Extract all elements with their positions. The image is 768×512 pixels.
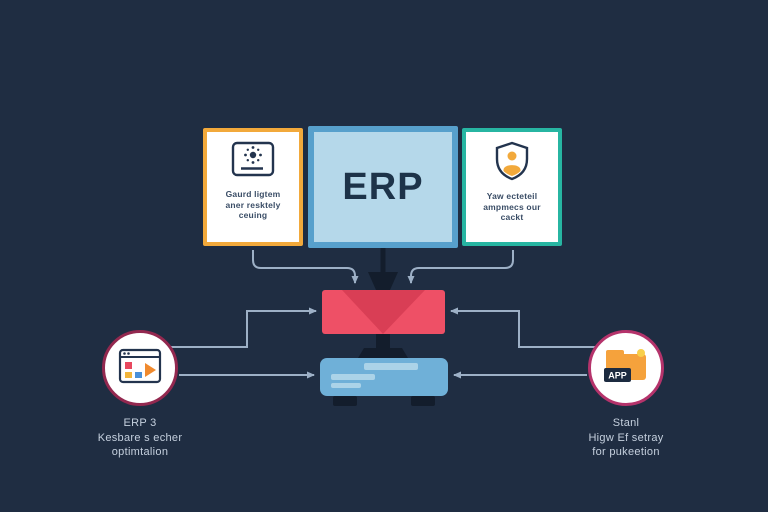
- caption-line: ERP 3: [123, 417, 157, 429]
- erp-box: ERP: [308, 126, 458, 248]
- browser-window-icon: [117, 345, 163, 392]
- app-badge-label: APP: [608, 370, 627, 380]
- right-node-caption: Stanl Higw Ef setray for pukeetion: [546, 416, 706, 460]
- app-folder-icon: APP: [601, 344, 651, 393]
- top-left-caption: Gaurd ligtem aner resktely ceuing: [225, 189, 280, 221]
- caption-line: ampmecs our: [483, 201, 541, 212]
- monitor-shape: [322, 290, 445, 334]
- connector-leftbox-to-monitor: [252, 250, 359, 284]
- caption-line: Higw Ef setray: [588, 431, 664, 444]
- caption-line: aner resktely: [225, 199, 281, 210]
- caption-line: Gaurd ligtem: [225, 189, 281, 199]
- monitor-stand-neck: [376, 334, 390, 349]
- keyboard-foot-left: [333, 396, 357, 406]
- connector-rightbox-to-monitor: [407, 250, 514, 284]
- device-gear-icon: [230, 141, 276, 184]
- caption-line: Kesbare s echer: [97, 431, 183, 444]
- keyboard-shape: [320, 358, 448, 396]
- connector-leftnode-to-monitor: [171, 307, 317, 348]
- caption-line: Yaw ecteteil: [486, 191, 538, 201]
- top-right-box: Yaw ecteteil ampmecs our cackt: [462, 128, 562, 246]
- monitor-stand-base: [358, 348, 408, 358]
- right-node-circle: APP: [588, 330, 664, 406]
- left-node-caption: ERP 3 Kesbare s echer optimtalion: [60, 416, 220, 460]
- keyboard-foot-right: [411, 396, 435, 406]
- caption-line: cackt: [500, 212, 524, 222]
- caption-line: ceuing: [238, 210, 268, 220]
- caption-line: for pukeetion: [592, 446, 660, 458]
- connector-rightnode-to-monitor: [450, 307, 595, 348]
- caption-line: Stanl: [612, 417, 640, 429]
- erp-label: ERP: [342, 165, 424, 208]
- shield-user-icon: [493, 141, 531, 186]
- top-right-caption: Yaw ecteteil ampmecs our cackt: [483, 191, 540, 223]
- monitor-top-mount: [368, 272, 398, 290]
- left-node-circle: [102, 330, 178, 406]
- caption-line: optimtalion: [111, 446, 169, 458]
- top-left-box: Gaurd ligtem aner resktely ceuing: [203, 128, 303, 246]
